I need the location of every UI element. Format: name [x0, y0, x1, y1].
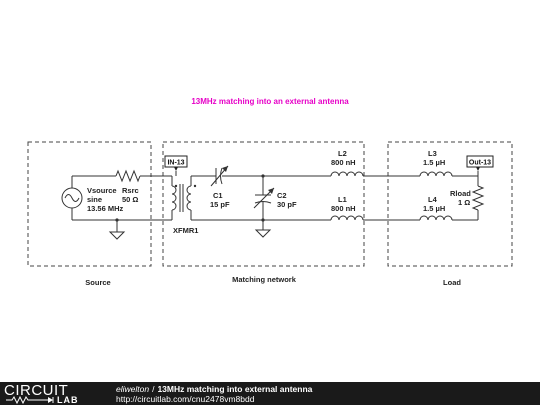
c2-name: C2	[277, 191, 287, 200]
source-ground-symbol	[108, 218, 126, 240]
author-link[interactable]: eliwelton	[116, 384, 150, 394]
l4-value: 1.5 µH	[423, 204, 445, 213]
c2-symbol	[253, 174, 275, 222]
source-region-box	[27, 141, 152, 267]
circuit-title: 13MHz matching into external antenna	[157, 384, 313, 394]
c1-name: C1	[213, 191, 223, 200]
rsrc-value: 50 Ω	[122, 195, 138, 204]
vsource-type: sine	[87, 195, 102, 204]
l2-value: 800 nH	[331, 158, 356, 167]
vsource-value: 13.56 MHz	[87, 204, 124, 213]
logo-resistor-icon	[6, 395, 54, 404]
matching-region-box	[162, 141, 365, 267]
c1-symbol	[210, 165, 229, 187]
l1-symbol	[330, 215, 364, 221]
rload-value: 1 Ω	[458, 198, 470, 207]
schematic-diagram: 13MHz matching into an external antenna …	[27, 97, 513, 287]
l3-value: 1.5 µH	[423, 158, 445, 167]
load-region-box	[387, 141, 513, 267]
rsrc-symbol	[115, 169, 141, 183]
l3-symbol	[419, 171, 453, 177]
logo-main-text: CIRCUIT	[4, 383, 68, 399]
circuitlab-logo[interactable]: CIRCUIT LAB	[4, 383, 108, 404]
logo-sub-text: LAB	[57, 395, 79, 404]
footer-credit: eliwelton/13MHz matching into external a…	[116, 384, 312, 394]
l1-name: L1	[338, 195, 347, 204]
source-region-label: Source	[85, 278, 110, 287]
xfmr-name: XFMR1	[173, 226, 198, 235]
load-region-label: Load	[443, 278, 461, 287]
out-port-tag: Out-13	[466, 155, 494, 176]
in-port-label: IN-13	[167, 160, 184, 167]
xfmr-symbol	[171, 176, 197, 220]
l1-value: 800 nH	[331, 204, 356, 213]
l2-name: L2	[338, 149, 347, 158]
vsource-symbol	[61, 176, 83, 220]
matching-ground-symbol	[254, 220, 272, 238]
c1-value: 15 pF	[210, 200, 230, 209]
footer-separator: /	[152, 384, 155, 394]
in-port-tag: IN-13	[164, 155, 188, 176]
l2-symbol	[330, 171, 364, 177]
l4-name: L4	[428, 195, 438, 204]
matching-region-label: Matching network	[232, 275, 297, 284]
c2-value: 30 pF	[277, 200, 297, 209]
l3-name: L3	[428, 149, 437, 158]
diagram-title: 13MHz matching into an external antenna	[191, 97, 349, 106]
out-port-label: Out-13	[469, 160, 491, 167]
rload-name: Rload	[450, 189, 471, 198]
l4-symbol	[419, 215, 453, 221]
rload-symbol	[471, 176, 485, 220]
rsrc-name: Rsrc	[122, 186, 139, 195]
circuit-url[interactable]: http://circuitlab.com/cnu2478vm8bdd	[116, 394, 255, 404]
vsource-name: Vsource	[87, 186, 117, 195]
footer-bar: CIRCUIT LAB eliwelton/13MHz matching int…	[0, 382, 540, 405]
